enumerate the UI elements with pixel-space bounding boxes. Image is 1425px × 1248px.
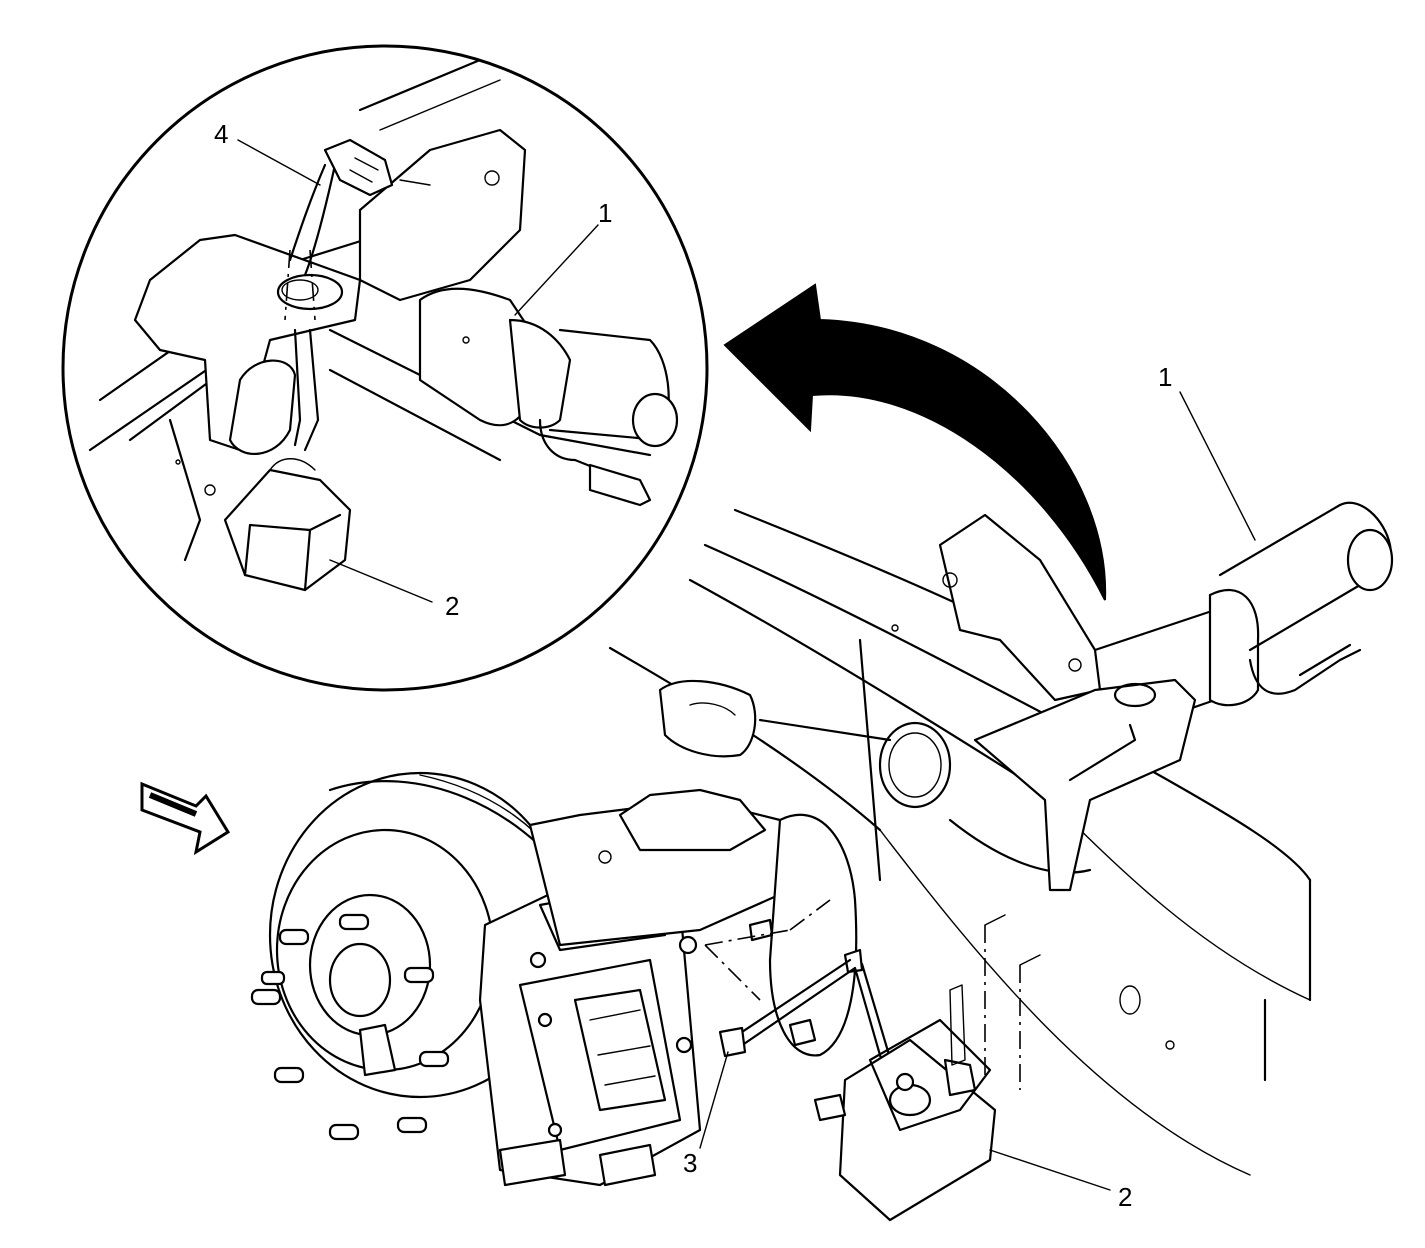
callout-1-main: 1	[1158, 362, 1172, 392]
leader-dashes-main	[704, 899, 831, 1001]
steering-knuckle	[748, 813, 864, 1057]
callout-4-inset: 4	[214, 119, 228, 149]
view-arrow-left	[140, 781, 231, 856]
callout-2-inset: 2	[445, 591, 459, 621]
inset-detail-view	[61, 44, 709, 692]
spring-hanger-bracket	[938, 513, 1197, 892]
inset-sensor	[223, 458, 352, 592]
axle-housing	[758, 501, 1394, 882]
callout-2-main: 2	[1118, 1182, 1132, 1212]
wheel-studs	[250, 913, 450, 1141]
height-sensor	[813, 914, 1041, 1222]
curved-arrow	[723, 283, 1107, 601]
inset-connector	[284, 138, 431, 452]
brake-caliper	[478, 788, 792, 1187]
sensor-link-rod	[718, 958, 900, 1092]
callout-1-inset: 1	[598, 198, 612, 228]
inset-axle	[418, 287, 679, 507]
callout-3-main: 3	[683, 1148, 697, 1178]
leader-lines	[237, 139, 1256, 1191]
inset-hanger	[133, 128, 527, 562]
upper-bracket	[658, 679, 757, 758]
